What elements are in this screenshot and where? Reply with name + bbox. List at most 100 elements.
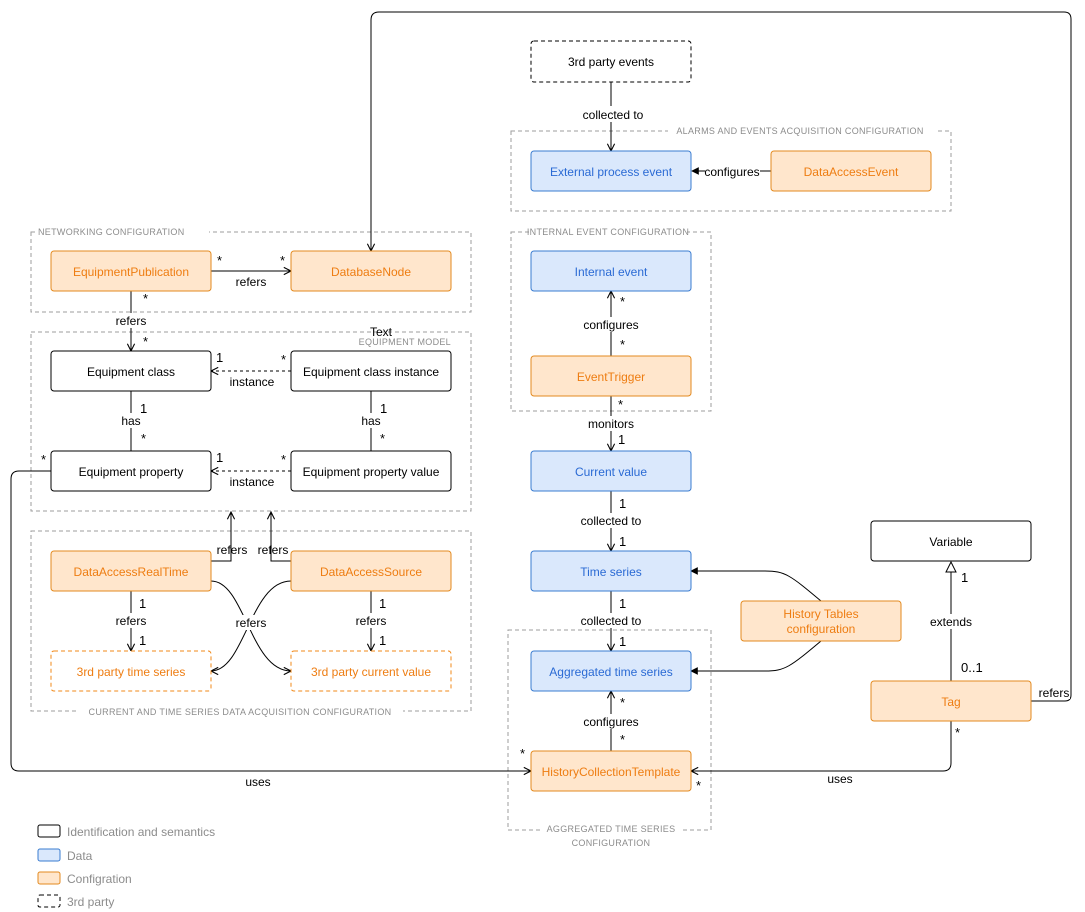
node-variable[interactable]: Variable [870,520,1032,562]
mult-instance-class-right: * [281,352,286,367]
edge-label-extends: extends [930,615,972,629]
node-database-node[interactable]: DatabaseNode [290,250,452,292]
edge-label-monitors: monitors [588,417,634,431]
node-event-trigger-label: EventTrigger [577,370,645,384]
group-alarms-events-label: ALARMS AND EVENTS ACQUISITION CONFIGURAT… [676,126,923,136]
mult-extends-bottom: 0..1 [961,660,983,675]
edge-label-refers-realtime-series: refers [116,614,147,628]
group-equipment-model-label: EQUIPMENT MODEL [359,337,451,347]
group-internal-event-label: INTERNAL EVENT CONFIGURATION [527,227,689,237]
node-external-process-event-label: External process event [550,165,673,179]
node-data-access-source-label: DataAccessSource [320,565,422,579]
node-event-trigger[interactable]: EventTrigger [530,355,692,397]
node-data-access-event-label: DataAccessEvent [804,165,899,179]
mult-has-class-top: 1 [140,401,147,416]
node-3rd-party-events-label: 3rd party events [568,55,654,69]
node-tag-label: Tag [941,695,960,709]
mult-ts-agg-bottom: 1 [619,634,626,649]
node-equipment-class-label: Equipment class [87,365,175,379]
node-3rd-party-time-series[interactable]: 3rd party time series [50,650,212,692]
node-data-access-realtime[interactable]: DataAccessRealTime [50,550,212,592]
node-equipment-class-instance[interactable]: Equipment class instance [290,350,452,392]
node-current-value[interactable]: Current value [530,450,692,492]
legend-item-third-party: 3rd party [37,894,114,909]
group-networking-label: NETWORKING CONFIGURATION [38,227,185,237]
node-history-tables-label-2: configuration [787,622,856,636]
edge-uses-property-template [10,470,531,771]
edges: collected to configures refers * * refer… [10,11,1072,793]
mult-trigger-event-top: * [620,294,625,309]
legend-swatch-identification [37,824,61,838]
mult-monitors-top: * [618,397,623,412]
mult-rt-series-top: 1 [139,596,146,611]
node-internal-event[interactable]: Internal event [530,250,692,292]
legend-item-identification: Identification and semantics [37,824,215,839]
edge-label-configures-internal: configures [583,318,638,332]
node-history-tables-configuration[interactable]: History Tables configuration [740,600,902,642]
node-time-series[interactable]: Time series [530,550,692,592]
edge-label-collected-to-timeseries: collected to [581,514,642,528]
legend-label-data: Data [67,849,93,863]
edge-label-refers-realtime: refers [217,543,248,557]
mult-cv-ts-top: 1 [619,496,626,511]
node-equipment-class[interactable]: Equipment class [50,350,212,392]
legend: Identification and semantics Data Config… [37,824,215,909]
legend-item-data: Data [37,848,93,863]
node-aggregated-time-series[interactable]: Aggregated time series [530,650,692,692]
legend-swatch-data [37,848,61,862]
edge-label-has-instance: has [361,414,380,428]
edge-label-uses-tag: uses [827,772,852,786]
node-aggregated-time-series-label: Aggregated time series [549,665,672,679]
edge-label-refers-cross: refers [236,616,267,630]
mult-pub-class-bottom: * [143,334,148,349]
edge-label-refers-source: refers [258,543,289,557]
edge-label-refers-equipment-class: refers [116,314,147,328]
edge-history-tables-timeseries [691,571,822,602]
edge-uses-tag-template [691,721,952,771]
edge-history-tables-aggregated [691,640,822,671]
group-acquisition-label: CURRENT AND TIME SERIES DATA ACQUISITION… [89,707,392,717]
nodes: 3rd party events External process event … [50,40,1032,792]
group-equipment-model: EQUIPMENT MODEL [30,331,472,512]
mult-src-value-bottom: 1 [379,633,386,648]
node-equipment-property[interactable]: Equipment property [50,450,212,492]
edge-label-refers-source-value: refers [356,614,387,628]
node-variable-label: Variable [929,535,972,549]
node-internal-event-label: Internal event [575,265,648,279]
node-data-access-source[interactable]: DataAccessSource [290,550,452,592]
node-data-access-event[interactable]: DataAccessEvent [770,150,932,192]
mult-uses-tag-bottom: * [696,778,701,793]
node-3rd-party-events[interactable]: 3rd party events [530,40,692,83]
node-3rd-party-time-series-label: 3rd party time series [77,665,186,679]
edge-label-collected-to-events: collected to [583,108,644,122]
node-time-series-label: Time series [580,565,642,579]
node-external-process-event[interactable]: External process event [530,150,692,192]
mult-uses-tag-top: * [955,725,960,740]
edge-refers-source-value [271,512,291,562]
mult-rt-series-bottom: 1 [139,633,146,648]
mult-instance-property-left: 1 [216,450,223,465]
mult-has-instance-bottom: * [380,431,385,446]
node-equipment-property-value[interactable]: Equipment property value [290,450,452,492]
node-history-collection-template-label: HistoryCollectionTemplate [542,765,681,779]
edge-label-refers-tag: refers [1039,686,1070,700]
group-alarms-events: ALARMS AND EVENTS ACQUISITION CONFIGURAT… [510,125,952,212]
mult-ts-agg-top: 1 [619,596,626,611]
group-acquisition: CURRENT AND TIME SERIES DATA ACQUISITION… [30,530,472,718]
node-history-tables-label-1: History Tables [783,607,858,621]
node-tag[interactable]: Tag [870,680,1032,722]
node-data-access-realtime-label: DataAccessRealTime [74,565,189,579]
mult-instance-class-left: 1 [216,350,223,365]
mult-has-class-bottom: * [141,431,146,446]
mult-instance-property-right: * [281,452,286,467]
node-equipment-publication[interactable]: EquipmentPublication [50,250,212,292]
legend-label-third-party: 3rd party [67,895,114,909]
edge-label-configures-event: configures [704,165,759,179]
node-history-collection-template[interactable]: HistoryCollectionTemplate [530,750,692,792]
stray-text-label: Text [370,325,393,339]
legend-swatch-configuration [37,871,61,885]
mult-pub-db-right: * [280,253,285,268]
edge-label-instance-property: instance [230,475,275,489]
edge-label-uses-property: uses [245,775,270,789]
node-3rd-party-current-value[interactable]: 3rd party current value [290,650,452,692]
